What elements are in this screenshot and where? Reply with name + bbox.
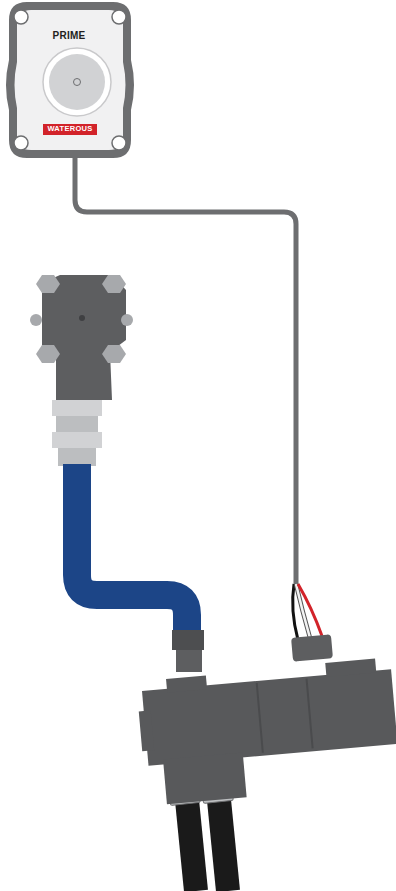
button-ring — [43, 48, 111, 116]
fitting-barb — [58, 448, 96, 466]
switch-plate: PRIME WATEROUS — [10, 2, 128, 158]
pump-seam — [257, 683, 263, 753]
mounting-hole — [112, 10, 126, 24]
fitting-nut — [52, 432, 102, 448]
prime-button — [49, 54, 105, 110]
pump-boss — [166, 675, 207, 692]
valve-bolt — [102, 345, 126, 363]
pump-seam — [307, 679, 313, 749]
valve-bolt — [102, 275, 126, 293]
red-wire — [298, 584, 322, 636]
fitting-nut — [52, 400, 102, 416]
mounting-hole — [112, 136, 126, 150]
switch-plate-gasket — [6, 2, 134, 158]
hose-coupling — [176, 650, 202, 672]
brand-badge: WATEROUS — [43, 124, 96, 135]
valve-boss — [30, 314, 42, 326]
pump-boss — [325, 659, 376, 677]
primer-pump — [136, 657, 396, 806]
valve-center — [79, 315, 85, 321]
button-center — [74, 79, 81, 86]
pump-body — [142, 669, 396, 766]
switch-label: PRIME — [10, 30, 128, 41]
mounting-hole — [14, 10, 28, 24]
wire-connector — [291, 634, 333, 661]
valve-bolt — [36, 275, 60, 293]
hose-coupling — [172, 630, 204, 650]
valve-boss — [121, 314, 133, 326]
priming-valve-body — [42, 275, 126, 400]
valve-bolt — [36, 345, 60, 363]
pump-outlet-block — [163, 753, 247, 805]
pump-end — [139, 710, 154, 751]
fitting-nut — [56, 416, 98, 432]
brand-name: WATEROUS — [47, 125, 92, 134]
mounting-hole — [14, 136, 28, 150]
discharge-hose — [186, 790, 196, 891]
primer-hose — [77, 464, 187, 635]
discharge-hose — [218, 790, 228, 891]
